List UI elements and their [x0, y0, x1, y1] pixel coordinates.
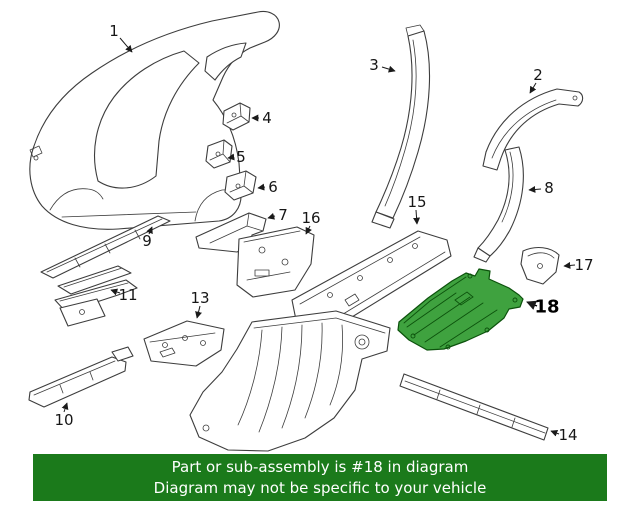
- callout-13: 13: [190, 289, 210, 307]
- part-4-bracket: [222, 102, 251, 131]
- part-6-bracket: [224, 170, 257, 201]
- callout-11: 11: [118, 286, 138, 304]
- part-1-body-side-frame: [29, 10, 280, 230]
- callout-5: 5: [236, 148, 246, 166]
- part-3-a-pillar: [371, 24, 431, 229]
- callout-18-highlighted[interactable]: 18: [534, 296, 560, 318]
- part-8-quarter-pillar: [473, 146, 524, 263]
- part-13-plate: [143, 320, 225, 367]
- center-rear-floor-panel: [189, 310, 391, 452]
- part-18-highlighted[interactable]: [397, 268, 524, 351]
- callout-8: 8: [544, 179, 554, 197]
- parts-diagram: [28, 10, 584, 452]
- banner-line2: Diagram may not be specific to your vehi…: [153, 478, 487, 497]
- callout-17: 17: [574, 256, 594, 274]
- callout-15: 15: [407, 193, 427, 211]
- callout-9: 9: [142, 232, 152, 250]
- vehicle-note-banner: Part or sub-assembly is #18 in diagram D…: [33, 454, 607, 501]
- banner-line1: Part or sub-assembly is #18 in diagram: [171, 457, 469, 476]
- part-16-floor-panel: [236, 226, 315, 298]
- callout-14: 14: [558, 426, 578, 444]
- part-11-bracket-rails: [54, 265, 138, 327]
- part-9-rocker-sill: [40, 215, 171, 279]
- callout-4: 4: [262, 109, 272, 127]
- callout-3: 3: [369, 56, 379, 74]
- callout-1: 1: [109, 22, 119, 40]
- part-10-sill-strip: [28, 346, 134, 408]
- callout-2: 2: [533, 66, 543, 84]
- part-2-roof-rail: [482, 88, 584, 171]
- part-17-bracket: [520, 246, 560, 285]
- callout-7: 7: [278, 206, 288, 224]
- callout-16: 16: [301, 209, 321, 227]
- callout-6: 6: [268, 178, 278, 196]
- part-14-sill-strip: [399, 373, 549, 441]
- callout-10: 10: [54, 411, 74, 429]
- part-5-bracket: [205, 139, 233, 169]
- callout-leader-lines: [61, 37, 576, 437]
